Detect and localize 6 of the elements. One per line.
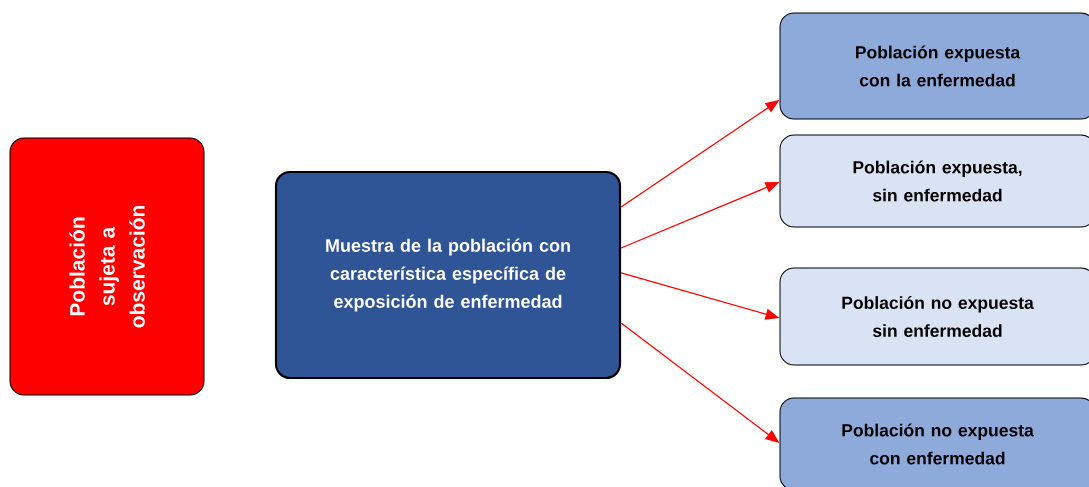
process-box: Muestra de la población con característica específica de exposición de enfermedad xyxy=(274,170,622,380)
rotated-label-box: Población sujeta a observación xyxy=(9,137,205,396)
outcome-box: Población no expuesta sin enfermedad xyxy=(779,267,1089,366)
outcome-box: Población no expuesta con enfermedad xyxy=(779,397,1089,487)
outcome-box: Población expuesta, sin enfermedad xyxy=(779,134,1089,228)
outcome-box: Población expuesta con la enfermedad xyxy=(779,12,1089,120)
